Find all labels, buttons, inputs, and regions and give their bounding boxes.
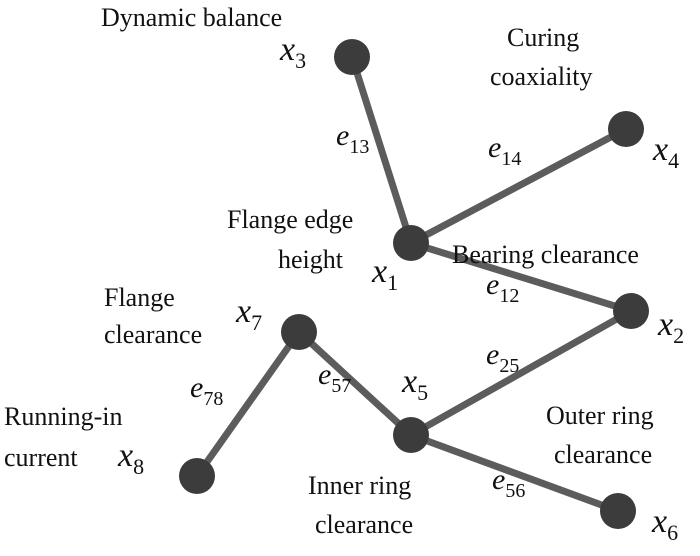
- label-x7-line2: clearance: [104, 320, 202, 349]
- edge-label-e56: e56: [492, 463, 525, 502]
- node-x1: [393, 225, 429, 261]
- var-x7: x7: [235, 293, 262, 335]
- label-x3-line1: Dynamic balance: [101, 3, 282, 32]
- node-variables: x3 x4 x1 x2 x7 x5 x8 x6: [117, 31, 684, 545]
- edge-line-e57: [295, 328, 415, 439]
- node-labels: Dynamic balance Curing coaxiality Flange…: [4, 3, 654, 539]
- edge-label-e78: e78: [190, 371, 223, 410]
- label-x5-line1: Inner ring: [308, 471, 411, 500]
- node-x8: [179, 458, 215, 494]
- node-x6: [600, 493, 636, 529]
- label-x1-line1: Flange edge: [227, 205, 353, 234]
- label-x7-line1: Flange: [104, 283, 175, 312]
- edge-label-e12: e12: [486, 268, 519, 307]
- label-x8-line2: current: [4, 443, 78, 472]
- label-x2-line1: Bearing clearance: [452, 240, 639, 269]
- edge-line-e78: [193, 328, 303, 480]
- var-x5: x5: [401, 363, 428, 405]
- label-x4-line2: coaxiality: [490, 62, 593, 91]
- node-x5: [393, 417, 429, 453]
- nodes: [179, 39, 649, 529]
- edge-line-e25: [407, 307, 635, 439]
- node-x7: [281, 314, 317, 350]
- label-x6-line1: Outer ring: [546, 401, 654, 430]
- var-x2: x2: [657, 306, 684, 348]
- label-x8-line1: Running-in: [4, 402, 122, 431]
- edge-label-e13: e13: [336, 119, 369, 158]
- var-x3: x3: [279, 31, 306, 73]
- node-x3: [334, 39, 370, 75]
- var-x4: x4: [652, 131, 679, 173]
- edge-label-e57: e57: [318, 358, 351, 397]
- var-x6: x6: [651, 503, 678, 545]
- node-x4: [608, 111, 644, 147]
- var-x8: x8: [117, 437, 144, 479]
- label-x4-line1: Curing: [507, 23, 579, 52]
- edges: [193, 53, 635, 515]
- edge-label-e25: e25: [486, 338, 519, 377]
- edge-line-e13: [348, 53, 415, 247]
- edge-line-e12: [407, 239, 635, 315]
- edge-line-e56: [407, 431, 622, 515]
- label-x6-line2: clearance: [554, 440, 652, 469]
- label-x5-line2: clearance: [315, 510, 413, 539]
- edge-label-e14: e14: [488, 131, 521, 170]
- node-x2: [613, 293, 649, 329]
- edge-labels: e13 e14 e12 e25 e57 e56 e78: [190, 119, 525, 502]
- var-x1: x1: [371, 253, 398, 295]
- label-x1-line2: height: [278, 245, 344, 274]
- edge-line-e14: [407, 125, 630, 247]
